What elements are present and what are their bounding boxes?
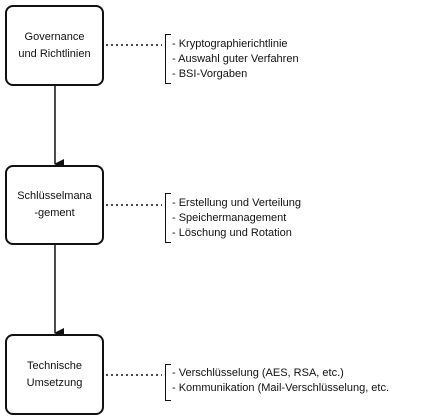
node-label-line: und Richtlinien xyxy=(18,47,91,60)
list-item: - Verschlüsselung (AES, RSA, etc.) xyxy=(172,367,344,379)
list-item: - Kommunikation (Mail-Verschlüsselung, e… xyxy=(172,382,390,394)
list-item: - Löschung und Rotation xyxy=(172,227,292,239)
node-technical-implementation: Technische Umsetzung xyxy=(5,334,104,415)
bracket xyxy=(165,193,171,243)
node-label-line: Umsetzung xyxy=(26,376,83,389)
node-label-line: Governance xyxy=(24,30,85,43)
node-label-line: Schlüsselmana xyxy=(17,190,92,202)
item-list-key-management: - Erstellung und Verteilung - Speicherma… xyxy=(172,196,301,241)
list-item: - Erstellung und Verteilung xyxy=(172,197,302,209)
node-governance: Governance und Richtlinien xyxy=(5,5,104,86)
bracket xyxy=(165,364,171,401)
list-item: - Kryptographierichtlinie xyxy=(172,38,288,50)
list-item: - Speichermanagement xyxy=(172,212,287,224)
bracket xyxy=(165,34,171,84)
list-item: - BSI-Vorgaben xyxy=(172,68,248,80)
item-list-technical-implementation: - Verschlüsselung (AES, RSA, etc.) - Kom… xyxy=(172,366,389,396)
node-label-line: Technische xyxy=(26,359,83,372)
list-item: - Auswahl guter Verfahren xyxy=(172,53,299,65)
item-list-governance: - Kryptographierichtlinie - Auswahl gute… xyxy=(172,37,299,82)
node-label-line: -gement xyxy=(34,207,75,219)
node-key-management: Schlüsselmana -gement xyxy=(5,165,104,245)
